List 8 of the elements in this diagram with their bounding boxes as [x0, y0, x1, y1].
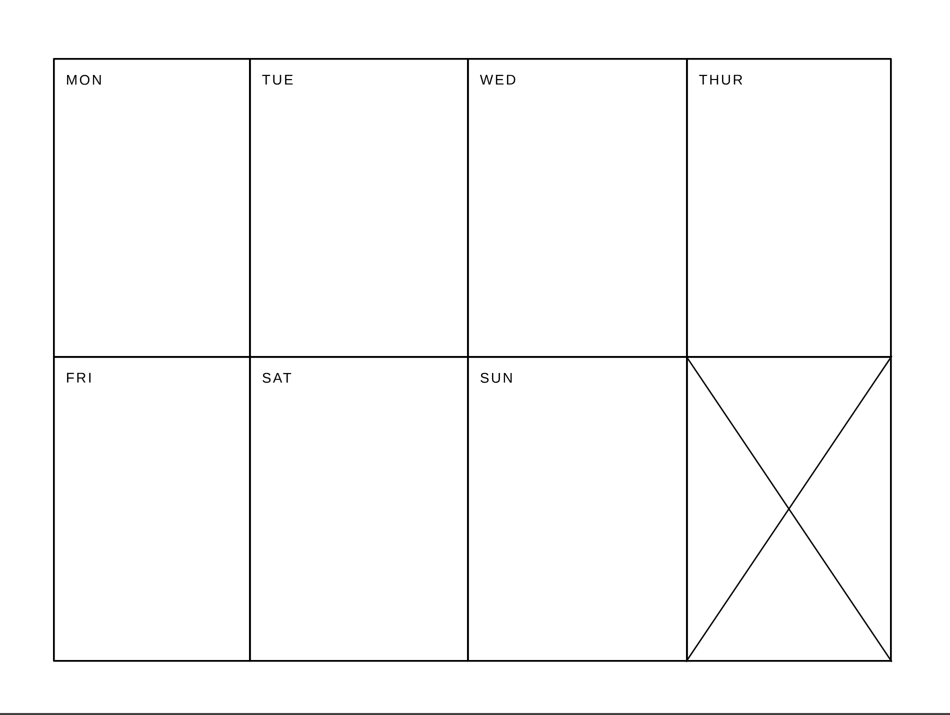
calendar-cell: TUE [249, 58, 469, 358]
calendar-cell: WED [467, 58, 688, 358]
calendar-cell: THUR [686, 58, 892, 358]
calendar-cell: SAT [249, 356, 469, 662]
calendar-cell: FRI [53, 356, 251, 662]
calendar-cell: SUN [467, 356, 688, 662]
crossed-out-cell [685, 356, 892, 662]
calendar-cell: MON [53, 58, 251, 358]
